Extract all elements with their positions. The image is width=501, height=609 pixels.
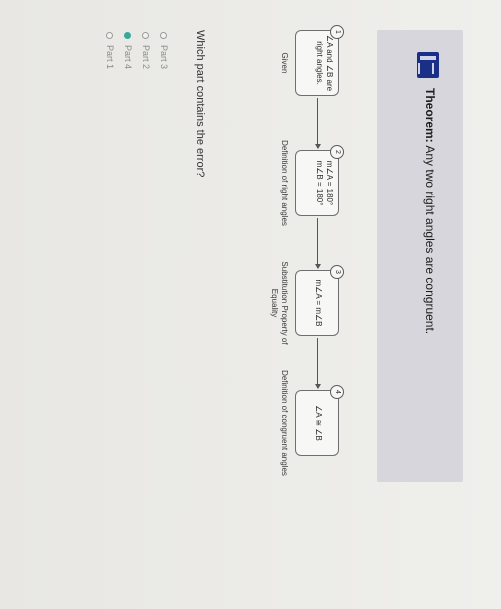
step-4-reason: Definition of congruent angles: [280, 370, 289, 476]
option-label-part-4[interactable]: Part 4: [123, 45, 133, 70]
radio-button-part-4[interactable]: [124, 32, 132, 39]
theorem-book-icon: [417, 52, 439, 78]
flow-chart-proof: 1 ∠A and ∠B are right angles. Given 2 m∠…: [219, 25, 344, 490]
step-box-4: 4 ∠A ≅ ∠B: [295, 385, 344, 456]
theorem-label: Theorem:: [423, 88, 437, 143]
step-number-3: 3: [330, 265, 344, 279]
step-1-reason: Given: [280, 52, 289, 74]
theorem-text: Any two right angles are congruent.: [423, 145, 437, 335]
radio-button-part-1[interactable]: [106, 32, 114, 39]
step-2-reason: Definition of right angles: [280, 140, 289, 226]
step-2-line-2: m∠B = 180°: [315, 160, 324, 206]
theorem-box: Theorem: Any two right angles are congru…: [377, 30, 463, 482]
arrow-2-3: [317, 218, 318, 268]
step-1-line-1: ∠A and ∠B are: [325, 34, 334, 92]
option-part-2[interactable]: Part 2: [137, 32, 155, 69]
step-number-2: 2: [330, 145, 344, 159]
option-label-part-1[interactable]: Part 1: [105, 45, 115, 70]
step-2-line-1: m∠A = 180°: [325, 160, 334, 206]
answer-options: Part 3 Part 2 Part 4 Part 1: [101, 32, 173, 69]
option-label-part-3[interactable]: Part 3: [159, 45, 169, 70]
step-box-1: 1 ∠A and ∠B are right angles.: [295, 25, 344, 96]
radio-button-part-2[interactable]: [142, 32, 150, 39]
arrow-3-4: [317, 338, 318, 388]
option-part-4[interactable]: Part 4: [119, 32, 137, 69]
theorem-statement: Theorem: Any two right angles are congru…: [423, 88, 437, 334]
option-part-1[interactable]: Part 1: [101, 32, 119, 69]
option-label-part-2[interactable]: Part 2: [141, 45, 151, 70]
step-1-line-2: right angles.: [315, 41, 324, 85]
step-box-2: 2 m∠A = 180° m∠B = 180°: [295, 145, 344, 216]
question-prompt: Which part contains the error?: [194, 30, 206, 178]
step-3-reason: Substitution Property of Equality: [270, 261, 289, 345]
option-part-3[interactable]: Part 3: [155, 32, 173, 69]
step-number-1: 1: [330, 25, 344, 39]
step-number-4: 4: [330, 385, 344, 399]
radio-button-part-3[interactable]: [160, 32, 168, 39]
step-box-3: 3 m∠A = m∠B: [295, 265, 344, 336]
step-4-line-1: ∠A ≅ ∠B: [314, 405, 323, 441]
step-3-line-1: m∠A = m∠B: [314, 279, 323, 327]
arrow-1-2: [317, 98, 318, 148]
